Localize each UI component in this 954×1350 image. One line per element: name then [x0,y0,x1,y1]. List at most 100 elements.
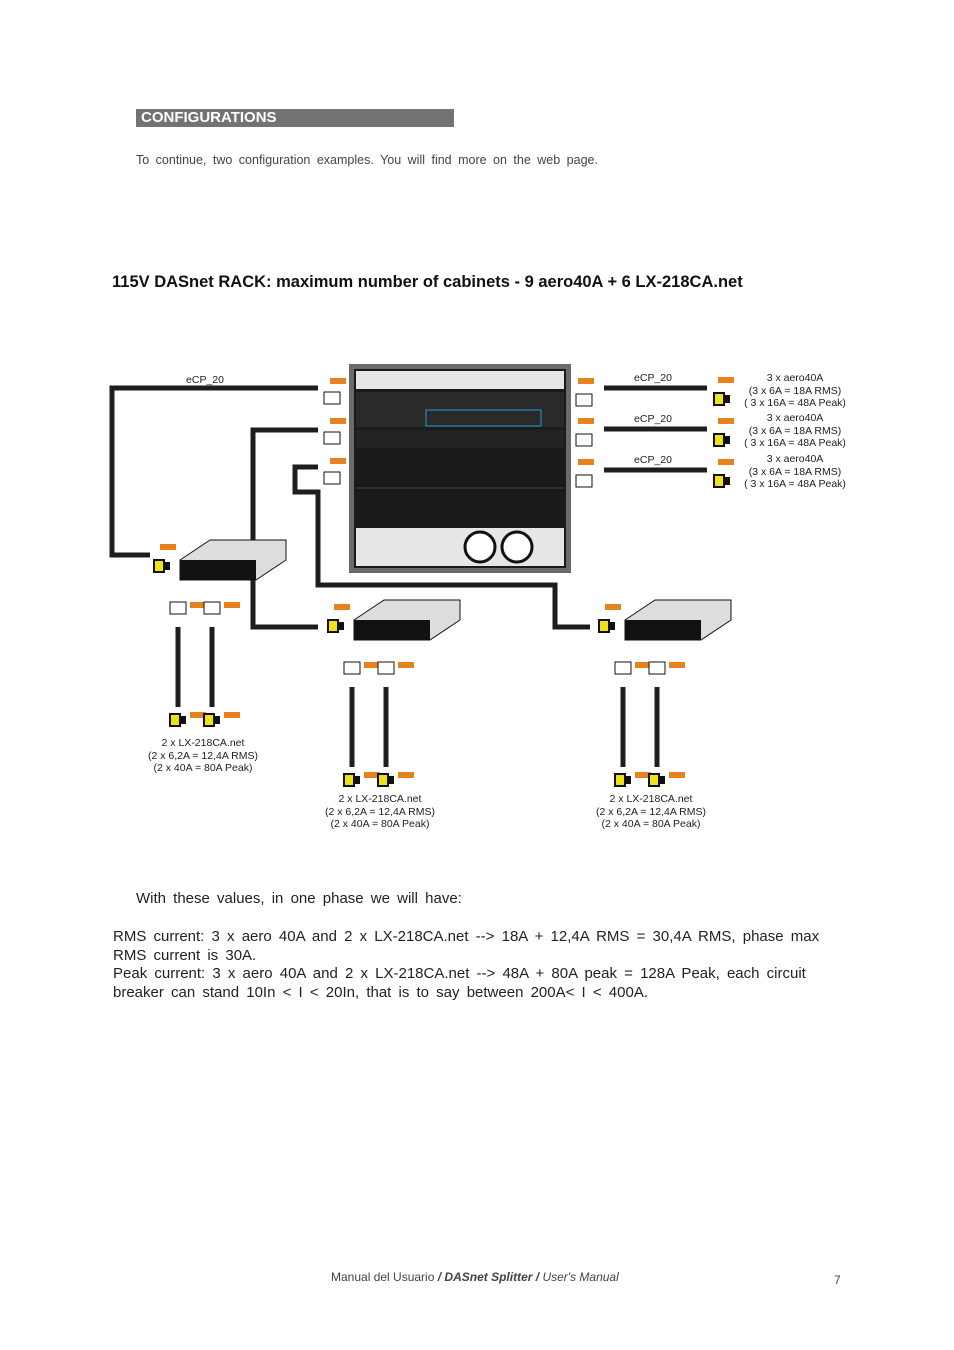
footer-product: DASnet Splitter [444,1270,533,1284]
label-line: (2 x 40A = 80A Peak) [330,818,430,830]
footer: Manual del Usuario / DASnet Splitter / U… [331,1270,619,1284]
load-label: 3 x aero40A(3 x 6A = 18A RMS)( 3 x 16A =… [735,453,855,491]
orange-connector-icon [398,662,414,668]
orange-connector-icon [669,772,685,778]
white-connector-icon [203,601,221,615]
intro-text: To continue, two configuration examples.… [136,153,598,167]
orange-connector-icon [605,604,621,610]
load-label: eCP_20 [628,372,678,385]
label-line: (3 x 6A = 18A RMS) [748,424,842,437]
splitter-box [624,599,732,641]
label-line: (2 x 6,2A = 12,4A RMS) [595,805,706,818]
label-line: 2 x LX-218CA.net [338,793,422,805]
footer-english: User's Manual [542,1270,619,1284]
yellow-connector-icon [169,713,186,727]
yellow-connector-icon [327,619,344,633]
sep: / [532,1270,543,1284]
footer-spanish: Manual del Usuario [331,1270,435,1284]
splitter-box [353,599,461,641]
white-connector-icon [323,471,341,485]
label-line: 3 x aero40A [766,412,824,424]
yellow-connector-icon [343,773,360,787]
white-connector-icon [614,661,632,675]
label-line: eCP_20 [634,413,672,425]
white-connector-icon [575,433,593,447]
orange-connector-icon [718,418,734,424]
orange-connector-icon [224,712,240,718]
load-label: 2 x LX-218CA.net(2 x 6,2A = 12,4A RMS)(2… [319,793,441,831]
yellow-connector-icon [377,773,394,787]
page-number: 7 [834,1273,841,1287]
white-connector-icon [377,661,395,675]
orange-connector-icon [330,418,346,424]
orange-connector-icon [669,662,685,668]
label-line: eCP_20 [186,374,224,386]
yellow-connector-icon [713,474,730,488]
yellow-connector-icon [598,619,615,633]
connectors [153,377,734,787]
label-line: (2 x 6,2A = 12,4A RMS) [147,749,258,762]
label-line: 2 x LX-218CA.net [609,793,693,805]
yellow-connector-icon [648,773,665,787]
label-line: (3 x 6A = 18A RMS) [748,384,842,397]
yellow-connector-icon [153,559,170,573]
paragraph-3: Peak current: 3 x aero 40A and 2 x LX-21… [113,965,806,1001]
white-connector-icon [323,431,341,445]
orange-connector-icon [718,459,734,465]
orange-connector-icon [635,772,651,778]
orange-connector-icon [364,772,380,778]
rack [349,364,571,573]
orange-connector-icon [160,544,176,550]
orange-connector-icon [190,602,206,608]
rack-diagram [109,364,734,787]
splitter-boxes [179,539,732,641]
white-connector-icon [169,601,187,615]
white-connector-icon [648,661,666,675]
white-connector-icon [343,661,361,675]
diagram-title: 115V DASnet RACK: maximum number of cabi… [112,273,743,291]
label-line: (2 x 6,2A = 12,4A RMS) [324,805,435,818]
orange-connector-icon [718,377,734,383]
load-label: 3 x aero40A(3 x 6A = 18A RMS)( 3 x 16A =… [735,372,855,410]
orange-connector-icon [578,418,594,424]
label-line: eCP_20 [634,372,672,384]
label-line: eCP_20 [634,454,672,466]
load-label: eCP_20 [180,374,230,387]
sep: / [434,1270,445,1284]
orange-connector-icon [224,602,240,608]
label-line: (3 x 6A = 18A RMS) [748,465,842,478]
load-label: 2 x LX-218CA.net(2 x 6,2A = 12,4A RMS)(2… [590,793,712,831]
cables [109,385,707,630]
orange-connector-icon [334,604,350,610]
label-line: ( 3 x 16A = 48A Peak) [744,397,846,409]
white-connector-icon [575,474,593,488]
yellow-connector-icon [203,713,220,727]
label-line: 3 x aero40A [766,453,824,465]
orange-connector-icon [330,378,346,384]
orange-connector-icon [578,378,594,384]
load-label: 3 x aero40A(3 x 6A = 18A RMS)( 3 x 16A =… [735,412,855,450]
label-line: 2 x LX-218CA.net [161,737,245,749]
orange-connector-icon [330,458,346,464]
label-line: ( 3 x 16A = 48A Peak) [744,478,846,490]
label-line: 3 x aero40A [766,372,824,384]
yellow-connector-icon [713,392,730,406]
paragraph-1: With these values, in one phase we will … [136,890,462,907]
splitter-box [179,539,287,581]
orange-connector-icon [635,662,651,668]
load-label: 2 x LX-218CA.net(2 x 6,2A = 12,4A RMS)(2… [142,737,264,775]
label-line: (2 x 40A = 80A Peak) [153,762,253,774]
orange-connector-icon [398,772,414,778]
yellow-connector-icon [713,433,730,447]
load-label: eCP_20 [628,413,678,426]
white-connector-icon [575,393,593,407]
load-label: eCP_20 [628,454,678,467]
orange-connector-icon [190,712,206,718]
white-connector-icon [323,391,341,405]
label-line: (2 x 40A = 80A Peak) [601,818,701,830]
label-line: ( 3 x 16A = 48A Peak) [744,437,846,449]
paragraph-2: RMS current: 3 x aero 40A and 2 x LX-218… [113,928,820,964]
orange-connector-icon [364,662,380,668]
yellow-connector-icon [614,773,631,787]
